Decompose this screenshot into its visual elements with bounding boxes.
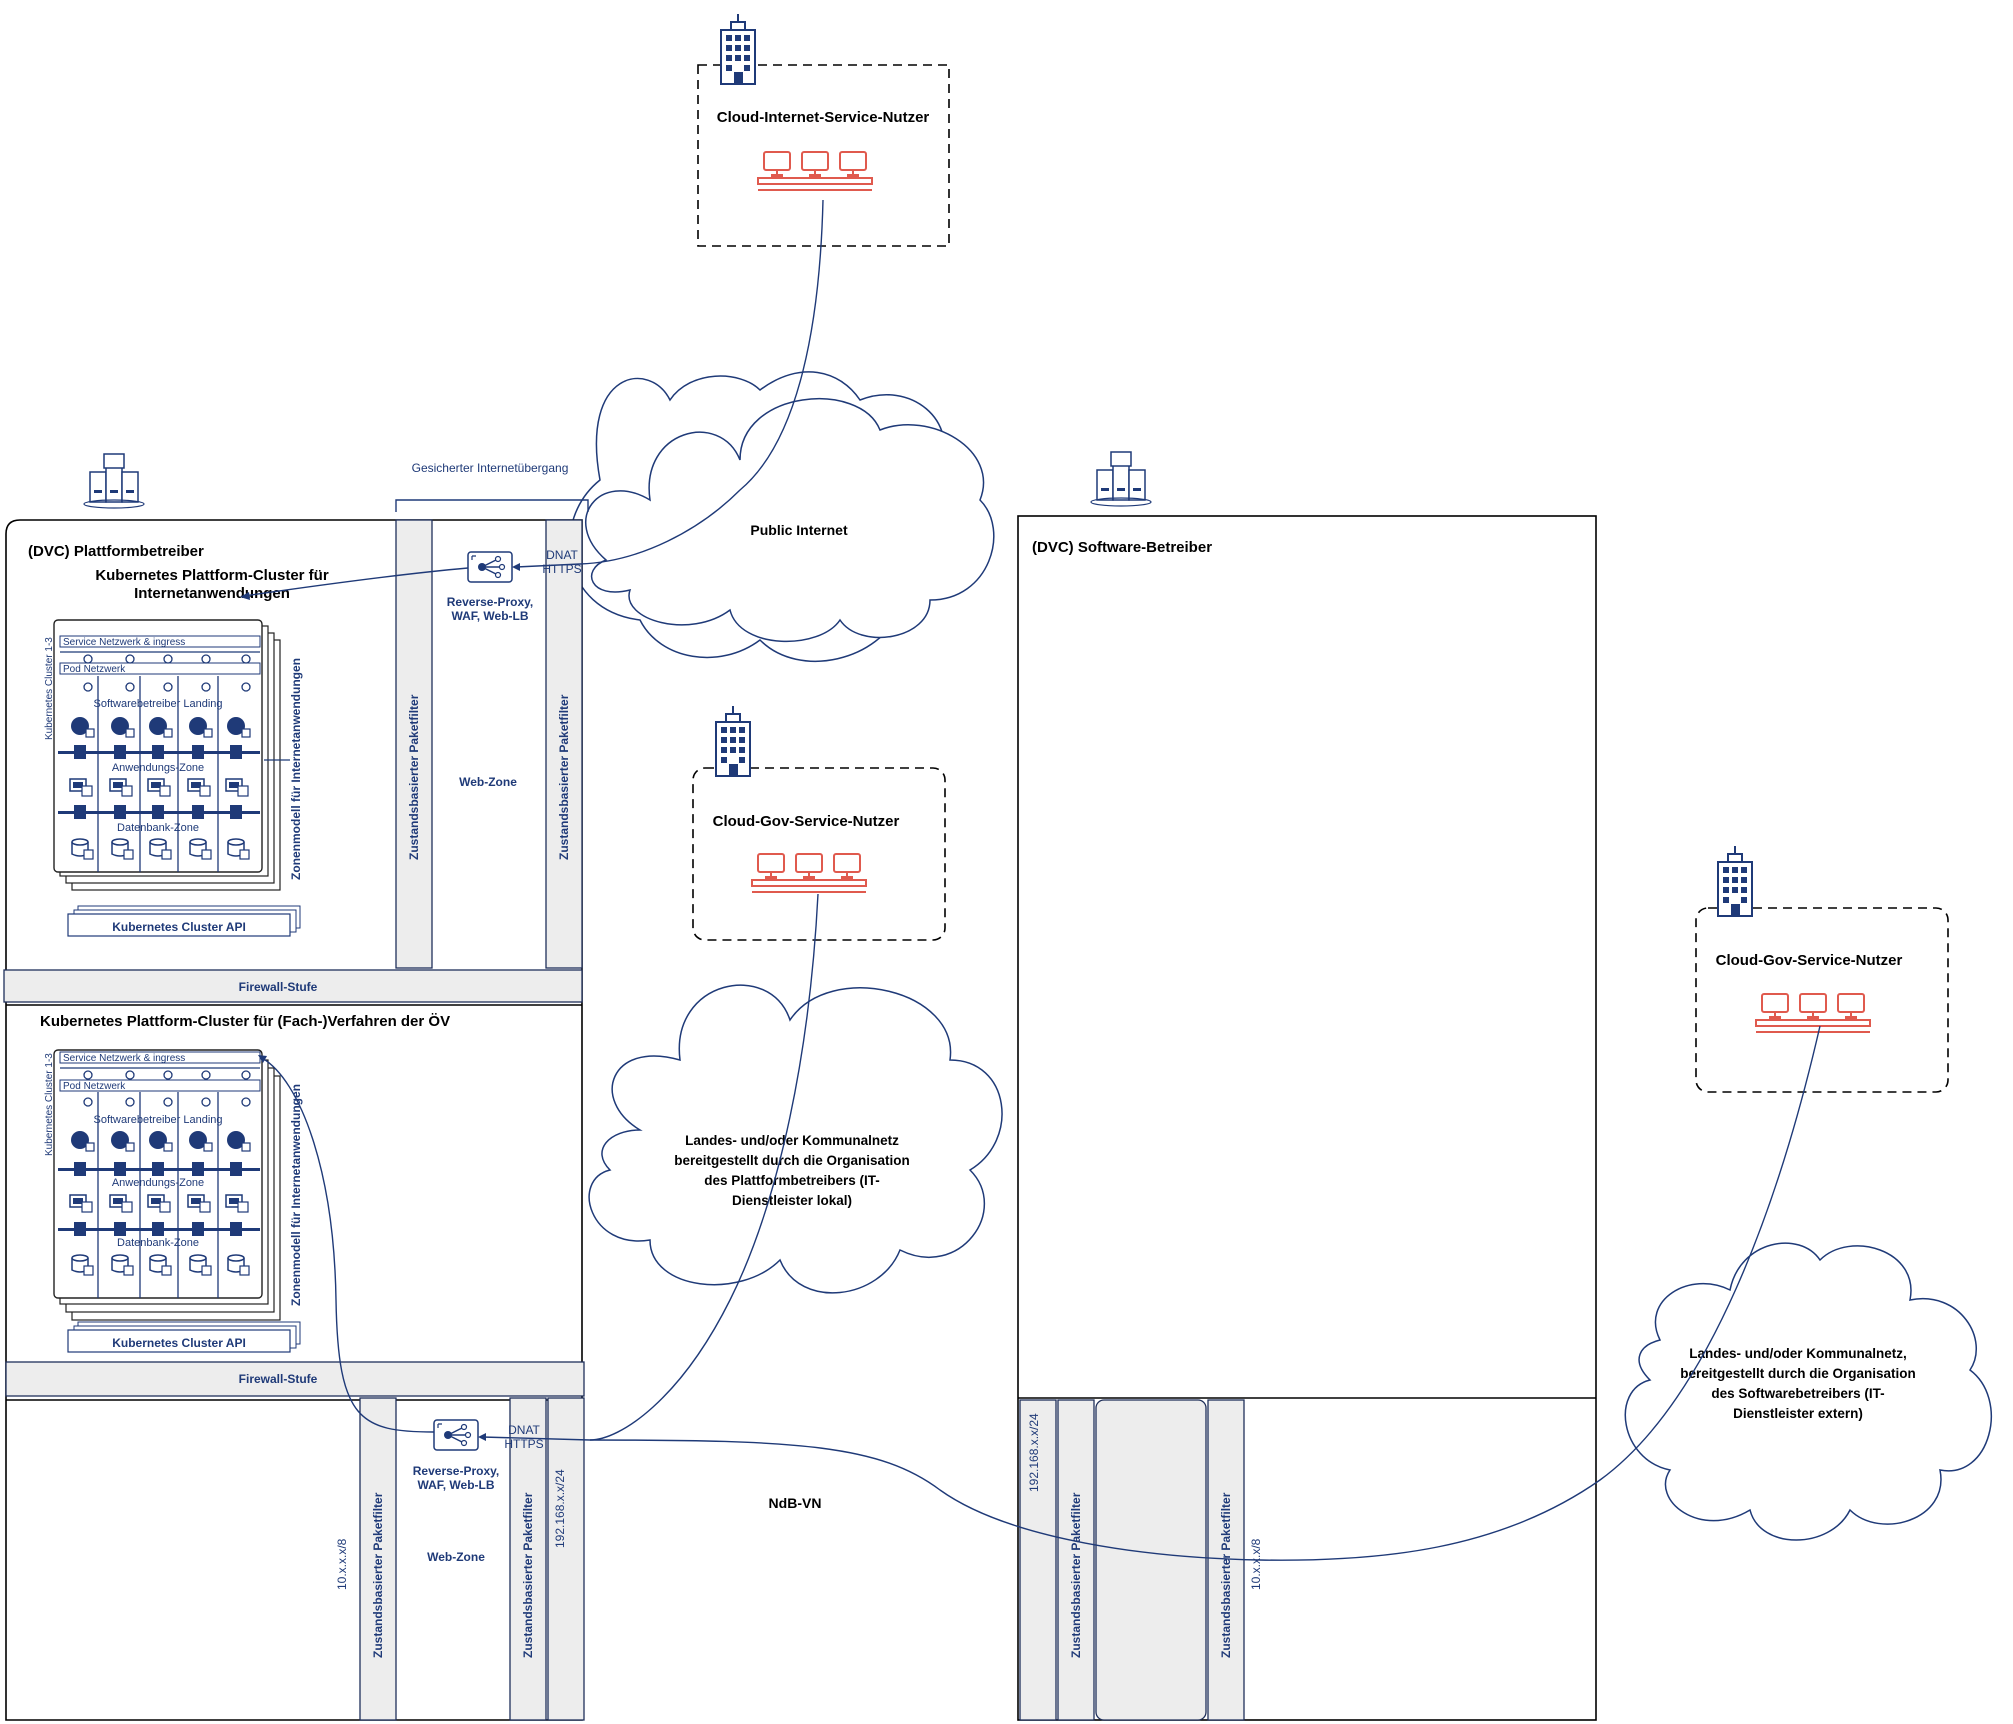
pod-net-label-2: Pod Netzwerk xyxy=(63,1081,126,1092)
dnat-label-2: DNAT xyxy=(508,1423,540,1437)
internet-user-title: Cloud-Internet-Service-Nutzer xyxy=(717,109,930,126)
paketfilter-label-3: Zustandsbasierter Paketfilter xyxy=(371,1492,385,1658)
workstations-icon-3 xyxy=(1755,993,1871,1033)
https-label-2: HTTPS xyxy=(504,1437,543,1451)
firewall-stufe-1 xyxy=(3,969,583,1003)
net-strip-lower-right xyxy=(547,1397,585,1721)
netz-extern-line1: Landes- und/oder Kommunalnetz, xyxy=(1689,1346,1907,1361)
netz-lokal-line3: des Plattformbetreibers (IT- xyxy=(704,1173,880,1188)
wire-gov-right-to-proxy2 xyxy=(589,1025,1821,1561)
cluster-api-label-1: Kubernetes Cluster API xyxy=(112,920,246,934)
paketfilter-strip-right xyxy=(545,519,583,969)
cluster2-title: Kubernetes Plattform-Cluster für (Fach-)… xyxy=(40,1013,450,1030)
netz-lokal-line4: Dienstleister lokal) xyxy=(732,1193,852,1208)
app-zone-label-1: Anwendungs-Zone xyxy=(112,762,204,774)
zone-model-label-1: Zonenmodell für Internetanwendungen xyxy=(289,658,303,880)
cluster1-title-line2: Internetanwendungen xyxy=(134,585,290,602)
service-net-label-2: Service Netzwerk & ingress xyxy=(63,1053,185,1064)
cluster-api-2 xyxy=(67,1329,291,1353)
netz-extern-line4: Dienstleister extern) xyxy=(1733,1406,1863,1421)
dnat-label-1: DNAT xyxy=(546,548,578,562)
proxy2-label-line2: WAF, Web-LB xyxy=(417,1478,494,1492)
cloud-gov-service-nutzer-mid: Cloud-Gov-Service-Nutzer xyxy=(692,705,946,941)
net-192-label-2: 192.168.x.x/24 xyxy=(1027,1413,1041,1492)
gov-user-right-box xyxy=(1695,907,1949,1093)
service-net-label-1: Service Netzwerk & ingress xyxy=(63,637,185,648)
paketfilter-label-6: Zustandsbasierter Paketfilter xyxy=(1219,1492,1233,1658)
platform-title: (DVC) Plattformbetreiber xyxy=(28,543,204,560)
cluster-label-2: Kubernetes Cluster 1-3 xyxy=(44,1053,55,1156)
paketfilter-label-1: Zustandsbasierter Paketfilter xyxy=(407,694,421,860)
wire-proxy-to-cluster1 xyxy=(243,567,469,597)
internet-user-dashed-box xyxy=(697,64,950,247)
landing-label-1: Softwarebetreiber Landing xyxy=(93,698,222,710)
kubernetes-cluster-2: Service Netzwerk & ingress Pod Netzwerk … xyxy=(53,1049,281,1321)
net-192-label-1: 192.168.x.x/24 xyxy=(553,1469,567,1548)
firewall-label-2: Firewall-Stufe xyxy=(239,1372,318,1386)
paketfilter-strip-lower-mid xyxy=(509,1397,547,1721)
zone-model-label-2: Zonenmodell für Internetanwendungen xyxy=(289,1084,303,1306)
proxy2-label-line1: Reverse-Proxy, xyxy=(413,1464,500,1478)
net-strip-sw-1 xyxy=(1019,1399,1057,1721)
paketfilter-strip-left xyxy=(395,519,433,969)
wire-proxy2-to-cluster2 xyxy=(261,1057,435,1433)
proxy-label-line2: WAF, Web-LB xyxy=(451,609,528,623)
server-group-icon xyxy=(83,453,145,509)
building-icon xyxy=(720,13,756,85)
app-zone-label-2: Anwendungs-Zone xyxy=(112,1177,204,1189)
db-zone-label-2: Datenbank-Zone xyxy=(117,1237,199,1249)
netz-lokal-line1: Landes- und/oder Kommunalnetz xyxy=(685,1133,899,1148)
building-icon-2 xyxy=(715,705,751,777)
kommunalnetz-extern-cloud xyxy=(1624,1242,1993,1541)
paketfilter-strip-sw-1 xyxy=(1057,1399,1095,1721)
netz-extern-line3: des Softwarebetreibers (IT- xyxy=(1711,1386,1884,1401)
server-group-icon-2 xyxy=(1090,451,1152,507)
gov-user-mid-title: Cloud-Gov-Service-Nutzer xyxy=(713,813,900,830)
paketfilter-label-4: Zustandsbasierter Paketfilter xyxy=(521,1492,535,1658)
cluster-api-1 xyxy=(67,913,291,937)
gov-user-right-title: Cloud-Gov-Service-Nutzer xyxy=(1716,952,1903,969)
wire-dnat-to-proxy xyxy=(515,563,581,568)
kommunalnetz-lokal-cloud xyxy=(588,984,1003,1294)
workstations-icon-2 xyxy=(751,853,867,893)
proxy-label-line1: Reverse-Proxy, xyxy=(447,595,534,609)
db-zone-label-1: Datenbank-Zone xyxy=(117,822,199,834)
cloud-internet-service-nutzer-group: Cloud-Internet-Service-Nutzer xyxy=(697,13,950,247)
cluster1-title-line1: Kubernetes Plattform-Cluster für xyxy=(95,567,329,584)
cloud-gov-service-nutzer-right: Cloud-Gov-Service-Nutzer xyxy=(1695,845,1949,1093)
netz-extern-line2: bereitgestellt durch die Organisation xyxy=(1680,1366,1916,1381)
paketfilter-label-5: Zustandsbasierter Paketfilter xyxy=(1069,1492,1083,1658)
firewall-label-1: Firewall-Stufe xyxy=(239,980,318,994)
workstations-icon xyxy=(757,151,873,191)
gesicherter-uebergang-label: Gesicherter Internetübergang xyxy=(412,461,569,475)
ndb-vn-label: NdB-VN xyxy=(769,1495,822,1511)
web-zone-label-2: Web-Zone xyxy=(427,1550,485,1564)
netz-lokal-line2: bereitgestellt durch die Organisation xyxy=(674,1153,910,1168)
gov-user-mid-box xyxy=(692,767,946,941)
cluster-label-1: Kubernetes Cluster 1-3 xyxy=(44,637,55,740)
wire-internet-user-to-proxy xyxy=(579,199,824,565)
software-title: (DVC) Software-Betreiber xyxy=(1032,539,1212,556)
public-internet-label: Public Internet xyxy=(750,522,848,538)
sw-zone-block xyxy=(1095,1399,1207,1721)
reverse-proxy-icon xyxy=(467,551,513,583)
public-internet-cloud-shape xyxy=(585,398,995,643)
building-icon-3 xyxy=(1717,845,1753,917)
net-10-label-1: 10.x.x.x/8 xyxy=(335,1538,349,1590)
wire-gov-mid-to-proxy2 xyxy=(481,893,819,1441)
uebergang-bracket xyxy=(395,499,589,512)
software-betreiber-box: (DVC) Software-Betreiber 192.168.x.x/24 … xyxy=(1017,451,1597,1721)
web-zone-label-1: Web-Zone xyxy=(459,775,517,789)
reverse-proxy-icon-2 xyxy=(433,1419,479,1451)
paketfilter-strip-lower-left xyxy=(359,1397,397,1721)
landing-label-2: Softwarebetreiber Landing xyxy=(93,1114,222,1126)
paketfilter-label-2: Zustandsbasierter Paketfilter xyxy=(557,694,571,860)
firewall-stufe-2 xyxy=(5,1361,585,1397)
kubernetes-cluster-1: Service Netzwerk & ingress Pod Netzwerk … xyxy=(53,619,281,891)
software-outline xyxy=(1017,515,1597,1721)
pod-net-label-1: Pod Netzwerk xyxy=(63,664,126,675)
net-10-label-2: 10.x.x.x/8 xyxy=(1249,1538,1263,1590)
cluster-api-label-2: Kubernetes Cluster API xyxy=(112,1336,246,1350)
